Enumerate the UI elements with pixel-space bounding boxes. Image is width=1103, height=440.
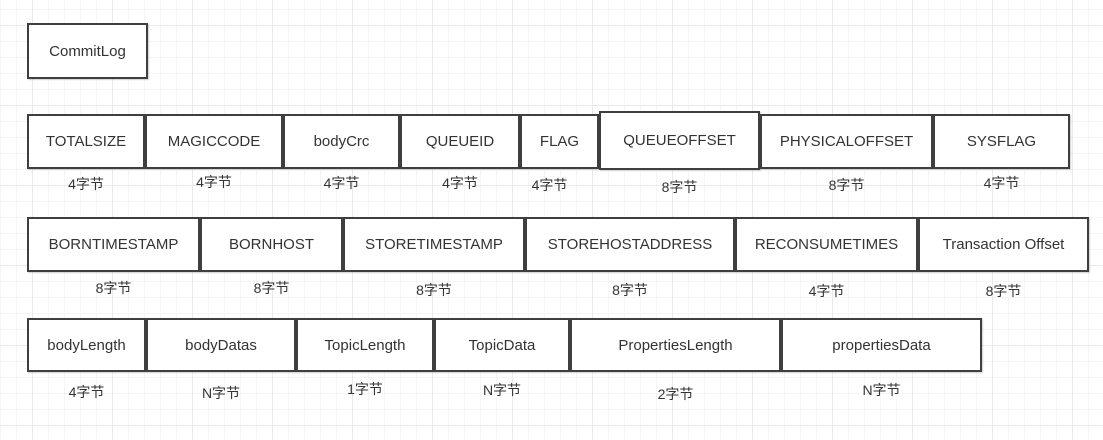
field-size-propertieslength: 2字节 — [657, 386, 694, 402]
commitlog-box: CommitLog — [27, 23, 148, 79]
field-size-propertiesdata: N字节 — [862, 382, 901, 398]
field-size-topicdata: N字节 — [482, 382, 522, 398]
field-box-totalsize: TOTALSIZE — [27, 114, 145, 169]
field-box-borntimestamp: BORNTIMESTAMP — [27, 217, 200, 272]
field-box-bodylength: bodyLength — [27, 318, 146, 372]
field-box-magiccode: MAGICCODE — [145, 114, 283, 169]
field-box-bodydatas: bodyDatas — [146, 318, 296, 372]
field-size-magiccode: 4字节 — [196, 174, 232, 190]
field-box-storetimestamp: STORETIMESTAMP — [343, 217, 525, 272]
field-size-queueid: 4字节 — [442, 175, 478, 191]
field-size-bornhost: 8字节 — [253, 280, 290, 296]
field-box-queueoffset: QUEUEOFFSET — [599, 111, 760, 170]
field-box-storehostaddress: STOREHOSTADDRESS — [525, 217, 735, 272]
field-size-bodylength: 4字节 — [68, 384, 105, 400]
field-size-borntimestamp: 8字节 — [95, 280, 132, 296]
field-size-queueoffset: 8字节 — [661, 179, 698, 195]
field-box-topicdata: TopicData — [434, 318, 570, 372]
field-box-bodycrc: bodyCrc — [283, 114, 400, 169]
field-size-transaction-offset: 8字节 — [985, 283, 1022, 299]
field-size-storehostaddress: 8字节 — [612, 282, 648, 298]
field-size-storetimestamp: 8字节 — [416, 282, 452, 298]
field-box-queueid: QUEUEID — [400, 114, 520, 169]
field-box-bornhost: BORNHOST — [200, 217, 343, 272]
field-size-bodycrc: 4字节 — [323, 175, 360, 191]
field-size-physicaloffset: 8字节 — [828, 177, 865, 193]
field-box-reconsumetimes: RECONSUMETIMES — [735, 217, 918, 272]
field-size-topiclength: 1字节 — [347, 381, 383, 397]
field-size-totalsize: 4字节 — [68, 176, 104, 192]
field-box-physicaloffset: PHYSICALOFFSET — [760, 114, 933, 169]
field-box-propertieslength: PropertiesLength — [570, 318, 781, 372]
field-size-reconsumetimes: 4字节 — [808, 283, 845, 299]
field-box-flag: FLAG — [520, 114, 599, 169]
field-size-sysflag: 4字节 — [983, 175, 1020, 191]
field-size-flag: 4字节 — [531, 177, 568, 193]
field-size-bodydatas: N字节 — [201, 385, 241, 401]
field-box-propertiesdata: propertiesData — [781, 318, 982, 372]
field-box-sysflag: SYSFLAG — [933, 114, 1070, 169]
field-box-transaction-offset: Transaction Offset — [918, 217, 1089, 272]
field-box-topiclength: TopicLength — [296, 318, 434, 372]
